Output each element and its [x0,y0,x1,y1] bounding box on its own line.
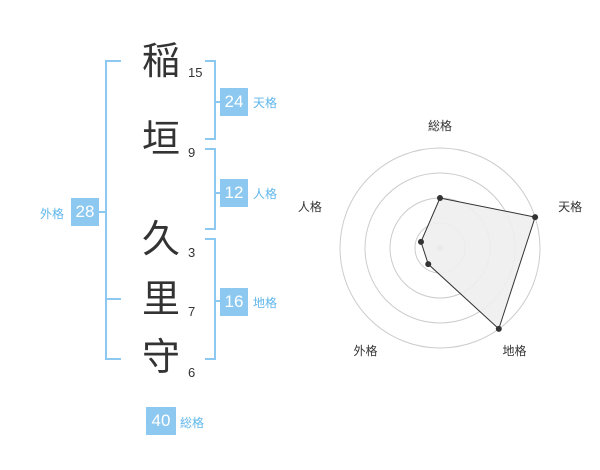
gaikaku-connector [98,211,106,213]
name-char-2: 垣 [141,117,180,161]
soukaku-label: 総格 [180,416,205,430]
soukaku-badge: 40 [146,407,176,435]
tenkaku-bracket-bottom [205,138,215,140]
chikaku-bracket-bottom [205,358,215,360]
stroke-count-5: 6 [188,365,196,380]
stroke-count-1: 15 [188,65,203,80]
gaikaku-bracket-mid [105,298,121,300]
radar-point-2 [532,214,539,221]
name-char-4: 里 [141,277,180,321]
name-char-5: 守 [141,335,180,379]
name-char-1: 稲 [141,39,180,83]
radar-point-4 [425,261,432,268]
radar-point-5 [417,238,424,245]
chikaku-label: 地格 [253,296,278,310]
radar-point-1 [437,195,443,201]
stroke-count-3: 3 [188,245,196,260]
gaikaku-bracket-vertical [105,60,107,360]
jinkaku-bracket-vertical [214,148,216,230]
jinkaku-label: 人格 [253,187,278,201]
stroke-count-2: 9 [188,145,196,160]
chikaku-bracket-vertical [214,238,216,360]
chikaku-connector [215,300,221,302]
gaikaku-bracket-top [105,60,121,62]
tenkaku-bracket-vertical [214,60,216,140]
name-char-3: 久 [141,217,180,261]
chikaku-badge: 16 [220,288,248,316]
radar-axis-label-4: 外格 [353,343,377,358]
radar-axis-label-1: 総格 [428,118,452,133]
chikaku-bracket-top [205,238,215,240]
tenkaku-badge: 24 [220,88,248,116]
radar-ring [339,147,541,349]
stroke-count-4: 7 [188,304,196,319]
radar-point-3 [495,325,502,332]
gaikaku-bracket-bottom [105,358,121,360]
radar-axis-label-3: 地格 [503,343,527,358]
gaikaku-badge: 28 [71,198,99,226]
tenkaku-connector [215,101,221,103]
radar-axis-label-2: 天格 [558,199,582,214]
gaikaku-label: 外格 [40,207,65,221]
jinkaku-badge: 12 [220,179,248,207]
jinkaku-connector [215,192,221,194]
radar-series-area [420,197,536,330]
radar-axis-label-5: 人格 [298,199,322,214]
jinkaku-bracket-bottom [205,228,215,230]
jinkaku-bracket-top [205,148,215,150]
tenkaku-bracket-top [205,60,215,62]
tenkaku-label: 天格 [253,96,278,110]
